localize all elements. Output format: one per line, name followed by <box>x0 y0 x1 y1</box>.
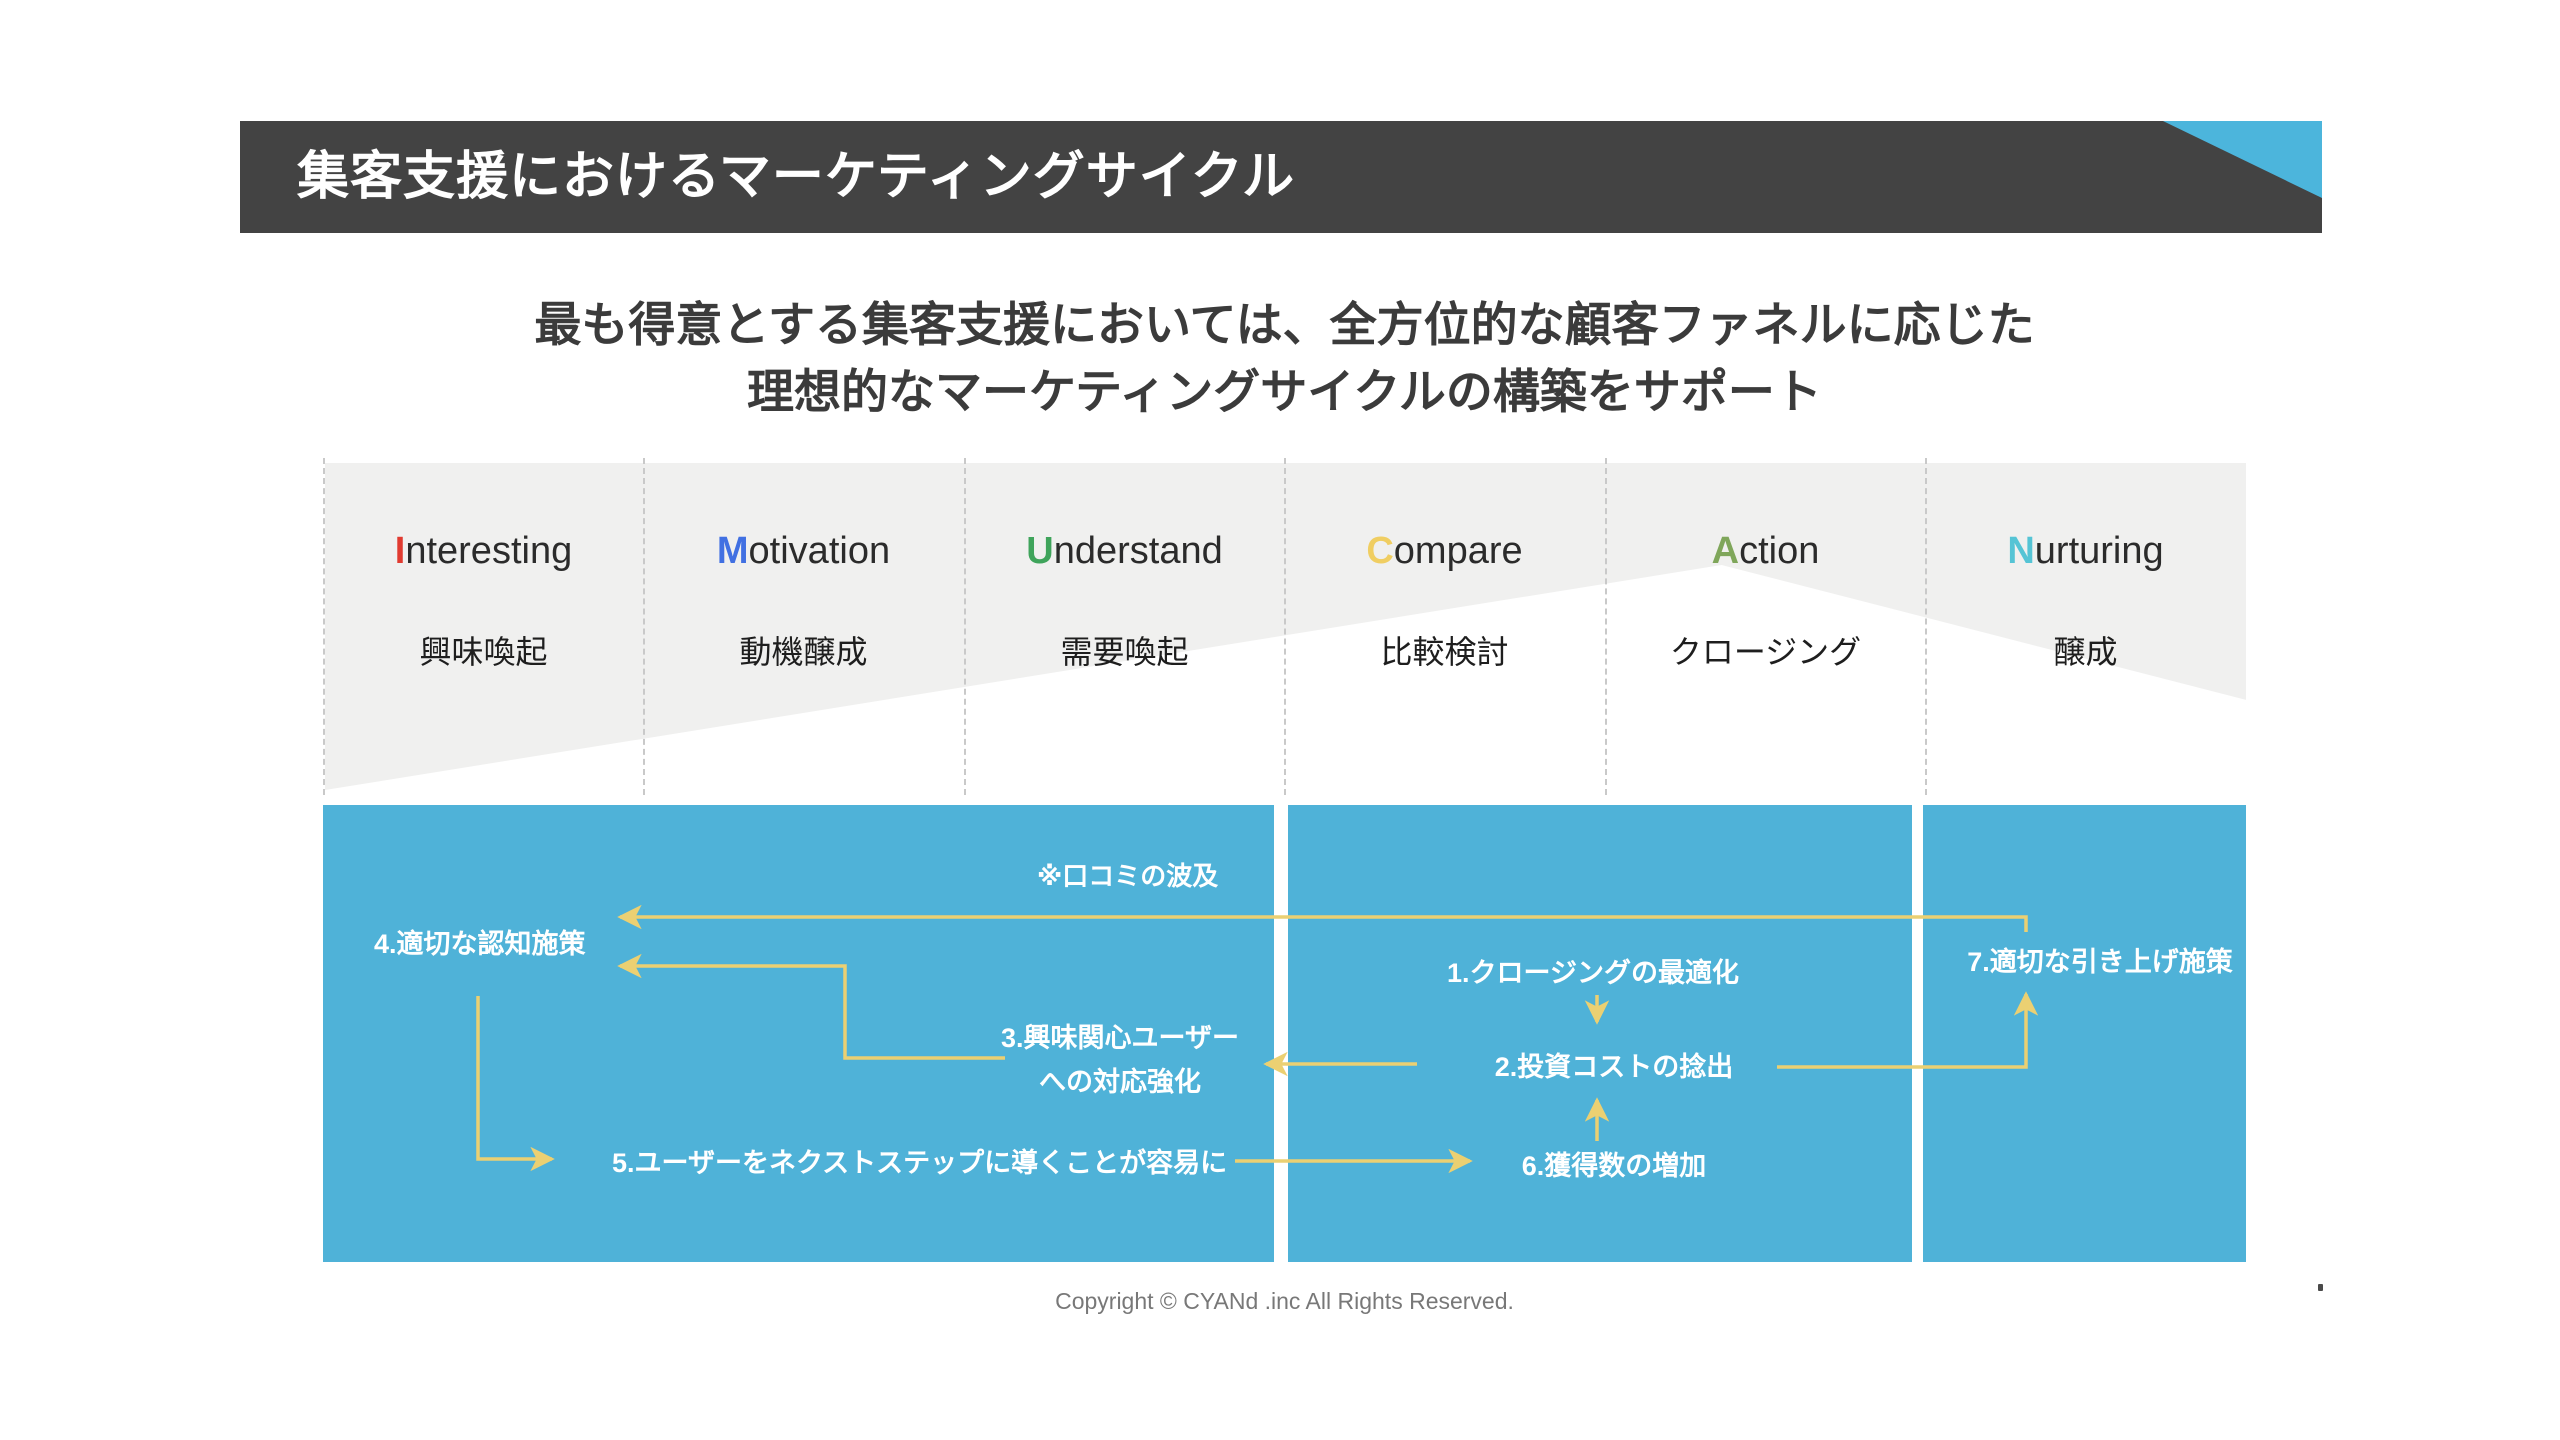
stage-label-jp: 需要喚起 <box>1060 634 1189 670</box>
flow-item-3: 3.興味関心ユーザー への対応強化 <box>1001 1023 1239 1097</box>
flow-panel-middle <box>1288 805 1912 1262</box>
flow-item-1: 1.クロージングの最適化 <box>1447 958 1739 988</box>
column-divider <box>323 458 325 795</box>
flow-item-6: 6.獲得数の増加 <box>1521 1151 1707 1181</box>
funnel-stage-understand: Understand 需要喚起 <box>964 458 1285 795</box>
funnel-stage-compare: Compare 比較検討 <box>1284 458 1605 795</box>
stage-label-jp: 興味喚起 <box>419 634 548 670</box>
slide-title: 集客支援におけるマーケティングサイクル <box>297 148 1296 206</box>
funnel-stage-nurturing: Nurturing 醸成 <box>1925 458 2246 795</box>
funnel-stage-action: Action クロージング <box>1605 458 1926 795</box>
flow-panel-right <box>1923 805 2246 1262</box>
stage-label-en: Action <box>1711 530 1820 572</box>
stage-label-en: Understand <box>1026 530 1223 572</box>
flow-item-4: 4.適切な認知施策 <box>374 929 586 959</box>
column-divider <box>1605 458 1607 795</box>
intro-line-1: 最も得意とする集客支援においては、全方位的な顧客ファネルに応じた <box>534 298 2035 351</box>
wave-note: ※口コミの波及 <box>1037 861 1219 891</box>
flow-item-2: 2.投資コストの捻出 <box>1494 1052 1734 1082</box>
intro-text: 最も得意とする集客支援においては、全方位的な顧客ファネルに応じた 理想的なマーケ… <box>323 291 2246 425</box>
stage-label-jp: 比較検討 <box>1380 634 1509 670</box>
copyright-text: Copyright © CYANd .inc All Rights Reserv… <box>1055 1288 1514 1314</box>
stage-label-jp: 醸成 <box>2053 634 2118 670</box>
column-divider <box>1284 458 1286 795</box>
column-divider <box>1925 458 1927 795</box>
stray-period-mark <box>2318 1284 2323 1291</box>
column-divider <box>643 458 645 795</box>
title-bar: 集客支援におけるマーケティングサイクル <box>240 121 2322 233</box>
stage-label-en: Nurturing <box>2007 530 2164 572</box>
stage-label-en: Motivation <box>716 530 891 572</box>
column-divider <box>964 458 966 795</box>
flow-item-5: 5.ユーザーをネクストステップに導くことが容易に <box>612 1148 1228 1178</box>
stage-label-jp: 動機醸成 <box>739 634 868 670</box>
intro-line-2: 理想的なマーケティングサイクルの構築をサポート <box>747 365 1822 418</box>
funnel-stage-motivation: Motivation 動機醸成 <box>643 458 964 795</box>
stage-label-en: Compare <box>1366 530 1523 572</box>
flow-item-7: 7.適切な引き上げ施策 <box>1967 947 2233 977</box>
funnel-band: Interesting 興味喚起 Motivation 動機醸成 Underst… <box>323 458 2246 795</box>
funnel-stage-interesting: Interesting 興味喚起 <box>323 458 644 795</box>
stage-label-jp: クロージング <box>1669 634 1862 670</box>
stage-label-en: Interesting <box>394 530 573 572</box>
